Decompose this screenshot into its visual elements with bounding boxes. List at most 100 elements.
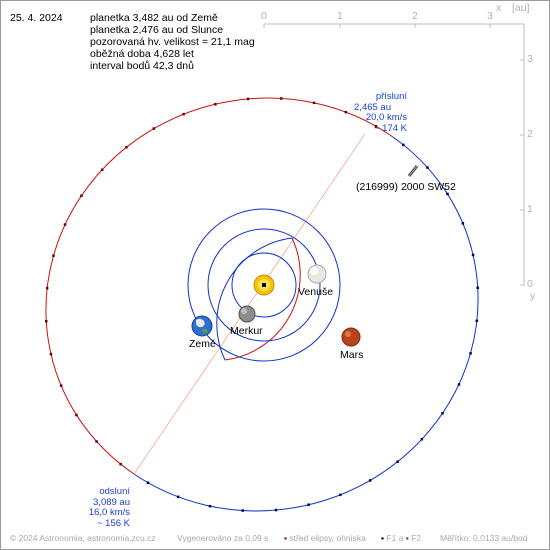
orbit-point [45,286,49,290]
earth-label: Země [189,338,216,350]
orbit-point [307,503,310,506]
aphelion-temperature: ~ 156 K [96,517,130,529]
orbit-point [100,168,104,171]
orbit-point [420,438,424,441]
venus-label: Venuše [298,286,334,298]
info-panel: planetka 3,482 au od Země planetka 2,476… [90,12,255,72]
y-axis-label: y [530,290,536,302]
perihelion-annotation: přísluní 2,465 au 20,0 km/s ~ 174 K [354,91,407,134]
asteroid-marker [407,165,419,177]
mars-orbit-red [224,237,301,361]
top-tick-label-2: 2 [412,10,418,22]
right-tick-label-3: 3 [527,53,533,65]
orbit-point [280,97,283,100]
orbit-point [125,146,128,149]
asteroid-orbit-red [45,97,391,475]
center-dot-icon: ▪ [284,533,288,543]
orbit-point [80,194,83,197]
orbit-point [75,413,78,417]
date-text: 25. 4. 2024 [10,12,63,24]
mars-label: Mars [340,349,364,361]
orbit-point [59,384,63,387]
sun-icon [253,274,275,296]
perihelion-distance: 2,465 au [354,101,391,113]
asteroid-label: (216999) 2000 SW52 [356,181,456,193]
orbit-point [426,166,429,169]
right-tick-label-2: 2 [527,128,533,140]
orbit-point [312,101,316,105]
mercury-icon [238,305,256,323]
legend-f2-text: F2 [411,533,422,543]
earth-icon [191,315,213,337]
top-tick-label-3: 3 [487,10,493,22]
right-tick-label-0: 0 [527,278,533,290]
venus-orbit [207,228,321,342]
orbit-point [402,143,405,147]
aphelion-distance: 3,089 au [93,496,130,508]
orbit-point [471,253,475,257]
mercury-orbit [231,252,297,318]
orbit-point [45,320,48,323]
orbit-point [182,112,185,116]
f1-dot-icon: ▪ [381,533,385,543]
top-tick-label-0: 0 [261,10,267,22]
orbit-point [49,352,53,356]
orbit-point [374,125,378,128]
orbit-point [152,127,156,130]
info-period: oběžná doba 4,628 let [90,48,194,60]
orbit-point [457,383,461,386]
footer-generated: Vygenerováno za 0,09 s [177,533,269,543]
aphelion-speed: 16,0 km/s [88,507,130,518]
orbit-point [274,508,278,512]
axes [263,23,525,286]
footer-legend-center: ▪ střed elipsy, ohniska [284,533,366,543]
orbit-point [441,412,444,415]
aphelion-title: odsluní [99,486,130,497]
aphelion-annotation: odsluní 3,089 au 16,0 km/s ~ 156 K [88,486,130,529]
orbit-point [368,479,372,482]
earth-orbit [187,208,341,362]
footer-scale: Měřítko: 0,0133 au/bod [440,533,528,543]
orbit-point [119,462,122,466]
orbit-point [344,110,348,114]
orbit-point [475,319,479,323]
orbit-point [214,103,217,106]
unit-label: [au] [512,2,530,14]
orbit-point [208,504,212,508]
orbit-point [446,192,449,196]
asteroid-orbit-blue [133,134,479,512]
orbit-point [476,286,479,289]
orbit-point [241,509,244,512]
legend-center-text: střed elipsy, ohniska [289,533,366,543]
f2-dot-icon: ▪ [405,533,409,543]
info-dist-sun: planetka 2,476 au od Slunce [90,24,224,36]
orbit-point-markers [45,97,479,512]
top-tick-label-1: 1 [337,10,343,22]
orbit-point [95,440,98,443]
mercury-label: Merkur [230,325,263,337]
orbit-point [339,493,342,497]
orbit-point [176,495,180,499]
apsis-line [133,133,366,475]
orbit-point [461,222,465,225]
date-label: 25. 4. 2024 [10,12,63,24]
x-axis-label: x [496,2,502,14]
orbit-point [469,352,472,355]
info-dist-earth: planetka 3,482 au od Země [90,12,218,24]
orbit-point [246,97,250,101]
orbit-point [63,223,67,226]
perihelion-temperature: ~ 174 K [373,122,407,134]
mars-icon [341,327,361,347]
mars-orbit-blue [216,237,293,361]
orbit-point [52,254,55,257]
info-interval: interval bodů 42,3 dnů [90,60,194,72]
footer-legend-f1: ▪ F1 a ▪ F2 [381,533,421,543]
footer-copyright: © 2024 Astronomia, astronomia.zcu.cz [10,533,156,543]
right-tick-label-1: 1 [527,203,533,215]
perihelion-speed: 20,0 km/s [365,112,407,123]
orbit-point [146,481,150,484]
legend-f1-text: F1 a [386,533,404,543]
venus-icon [307,264,327,284]
info-magnitude: pozorovaná hv. velikost = 21,1 mag [90,36,255,48]
